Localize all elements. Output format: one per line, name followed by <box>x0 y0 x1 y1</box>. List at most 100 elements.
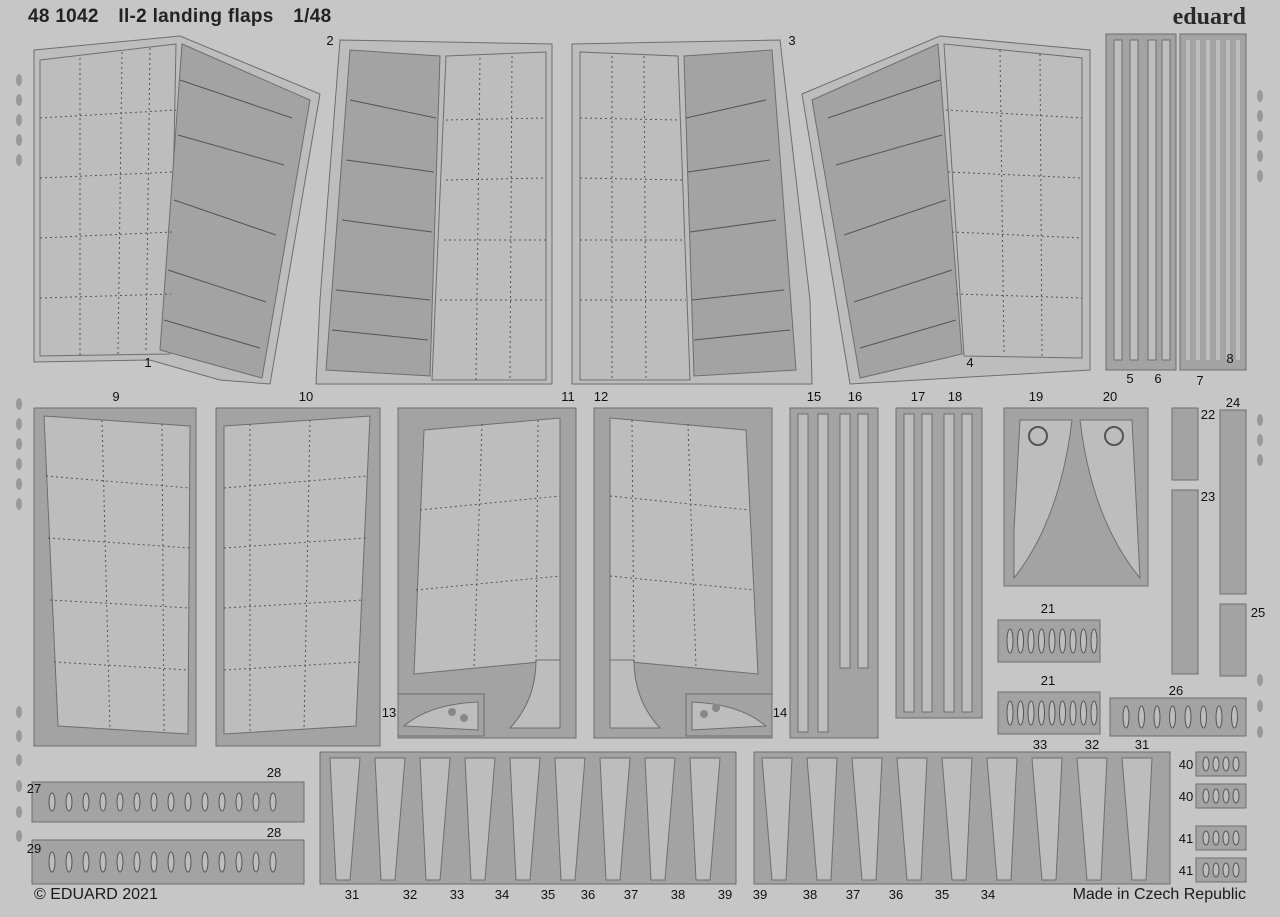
part-13-bracket <box>397 693 485 737</box>
part-number-33: 33 <box>449 887 465 902</box>
part-number-8: 8 <box>1226 351 1234 366</box>
part-number-34: 34 <box>980 887 996 902</box>
hinge-tooth <box>1202 830 1210 846</box>
flap-rib <box>689 757 721 881</box>
part-number-41: 41 <box>1178 831 1194 846</box>
part-12-flap-skin <box>593 407 773 739</box>
flap-rib <box>1031 757 1063 881</box>
part-number-40: 40 <box>1178 789 1194 804</box>
part-number-20: 20 <box>1102 389 1118 404</box>
hinge-tooth <box>1027 628 1035 654</box>
hinge-tooth <box>1059 628 1066 654</box>
hinge-tooth <box>218 792 226 812</box>
hinge-tooth <box>133 792 141 812</box>
hinge-tooth <box>82 851 90 873</box>
hinge-tooth <box>1090 700 1098 726</box>
flap-rib <box>554 757 586 881</box>
hinge-tooth <box>99 792 107 812</box>
hinge-tooth <box>1027 700 1035 726</box>
flap-rib <box>1076 757 1108 881</box>
flap-rib <box>851 757 883 881</box>
hinge-tooth <box>201 851 209 873</box>
hinge-tooth <box>82 792 90 812</box>
flap-rib <box>509 757 541 881</box>
hinge-tooth <box>1215 705 1223 729</box>
part-number-9: 9 <box>112 389 120 404</box>
hinge-tooth <box>1212 862 1220 878</box>
part-21-hinge-rows <box>997 619 1101 735</box>
hinge-tooth <box>1232 788 1240 804</box>
hinge-tooth <box>1138 705 1145 729</box>
part-number-35: 35 <box>540 887 556 902</box>
part-4-flap <box>801 35 1091 385</box>
hinge-tooth <box>184 792 192 812</box>
part-9-flap-skin <box>33 407 197 747</box>
part-number-38: 38 <box>802 887 818 902</box>
hinge-tooth <box>1080 628 1087 654</box>
hinge-tooth <box>1006 700 1014 726</box>
flap-rib <box>644 757 676 881</box>
part-3-flap <box>571 39 813 385</box>
hinge-tooth <box>150 851 158 873</box>
part-number-39: 39 <box>752 887 768 902</box>
hinge-tooth <box>1200 705 1207 729</box>
scale-label: 1/48 <box>293 6 332 27</box>
hinge-tooth <box>1122 705 1130 729</box>
hinge-tooth <box>48 792 56 812</box>
part-number-35: 35 <box>934 887 950 902</box>
hinge-tooth <box>1069 628 1077 654</box>
flap-rib <box>464 757 496 881</box>
part-number-13: 13 <box>381 705 397 720</box>
copyright-text: © EDUARD 2021 <box>34 886 158 903</box>
part-1-flap <box>33 35 321 385</box>
hinge-tooth <box>1231 705 1238 729</box>
part-number-6: 6 <box>1154 371 1162 386</box>
alignment-drops-left <box>16 74 22 842</box>
hinge-tooth <box>116 851 124 873</box>
part-number-16: 16 <box>847 389 863 404</box>
hinge-tooth <box>150 792 158 812</box>
row-part-marks <box>48 628 1240 878</box>
part-number-27: 27 <box>26 781 42 796</box>
part-number-11: 11 <box>561 389 575 404</box>
part-number-38: 38 <box>670 887 686 902</box>
hinge-tooth <box>235 792 243 812</box>
part-number-18: 18 <box>947 389 963 404</box>
hinge-tooth <box>1090 628 1098 654</box>
part-number-1: 1 <box>144 355 152 370</box>
hinge-tooth <box>235 851 243 873</box>
flap-rib <box>329 757 361 881</box>
part-number-4: 4 <box>966 355 974 370</box>
hinge-tooth <box>1202 756 1210 772</box>
part-number-36: 36 <box>580 887 596 902</box>
hinge-tooth <box>184 851 192 873</box>
part-26-row <box>1109 697 1247 737</box>
product-title: Il-2 landing flaps <box>118 6 274 27</box>
part-number-21: 21 <box>1040 673 1056 688</box>
flap-rib <box>1121 757 1153 881</box>
sheet-title: 48 1042 Il-2 landing flaps 1/48 <box>28 6 345 28</box>
part-number-39: 39 <box>717 887 733 902</box>
hinge-tooth <box>1212 756 1220 772</box>
hinge-tooth <box>1153 705 1161 729</box>
hinge-tooth <box>1017 628 1024 654</box>
part-number-17: 17 <box>910 389 926 404</box>
hinge-tooth <box>218 851 226 873</box>
parts-15-16-strips <box>789 407 879 739</box>
part-number-15: 15 <box>806 389 822 404</box>
parts-17-18-strips <box>895 407 983 719</box>
hinge-tooth <box>1006 628 1014 654</box>
part-number-40: 40 <box>1178 757 1194 772</box>
brand-logo: eduard <box>1172 4 1246 30</box>
part-number-19: 19 <box>1028 389 1044 404</box>
hinge-tooth <box>1222 830 1230 846</box>
parts-5-8-strips <box>1105 33 1247 371</box>
part-11-flap-skin <box>397 407 577 739</box>
hinge-tooth <box>99 851 107 873</box>
part-number-24: 24 <box>1225 395 1241 410</box>
part-number-36: 36 <box>888 887 904 902</box>
part-10-flap-skin <box>215 407 381 747</box>
alignment-drops-right <box>1257 90 1263 738</box>
part-number-31: 31 <box>1134 737 1150 752</box>
